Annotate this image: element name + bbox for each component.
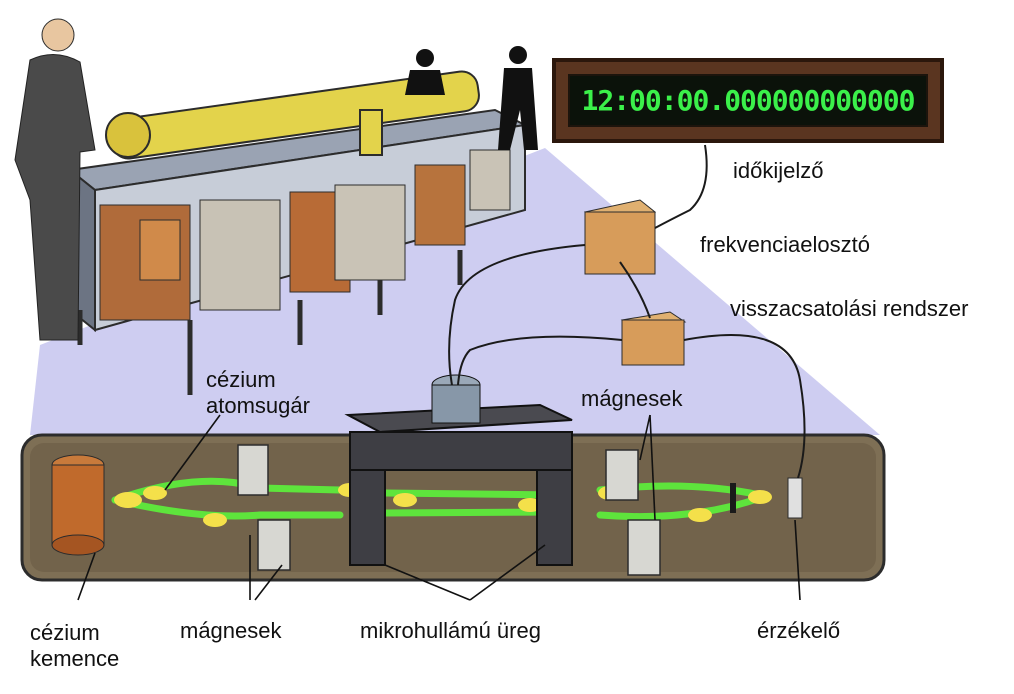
label-microwave-cavity: mikrohullámú üreg [360,618,541,643]
magnets-left [237,444,291,571]
silhouette-figures [405,46,538,150]
label-feedback-system: visszacsatolási rendszer [730,296,969,321]
scientist-figure [14,18,96,341]
aperture-plate [730,483,736,513]
time-display-panel: 12:00:00.000000000000 [552,58,944,143]
label-cesium-beam: cézium atomsugár [206,367,310,418]
label-time-display: időkijelző [733,158,824,183]
magnets-right [605,449,661,576]
time-display-screen: 12:00:00.000000000000 [568,74,928,127]
feedback-system-box [620,311,687,366]
time-display-readout: 12:00:00.000000000000 [581,84,915,117]
cables [448,144,806,479]
detector [787,477,803,519]
label-cesium-oven: cézium kemence [30,620,120,671]
label-magnets-top: mágnesek [581,386,683,411]
cesium-oven [51,454,105,556]
lab-apparatus [67,70,529,395]
leader-lines [77,414,801,601]
microwave-cavity [344,374,573,566]
label-detector: érzékelő [757,618,841,643]
label-frequency-divider: frekvenciaelosztó [700,232,870,257]
label-magnets-bottom: mágnesek [180,618,282,643]
